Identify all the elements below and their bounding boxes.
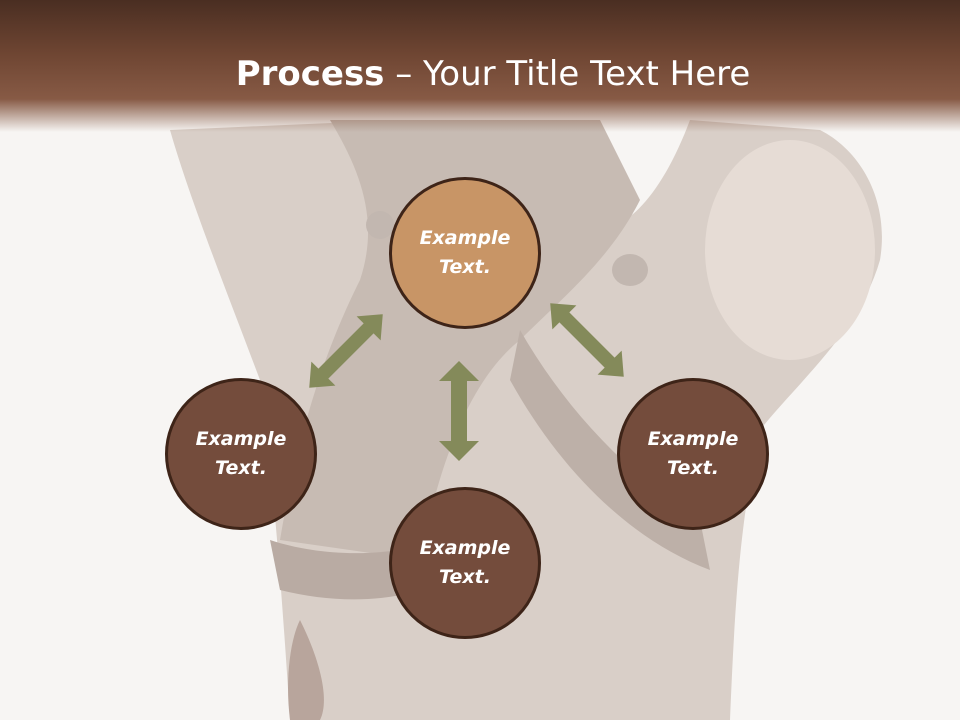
node-right-line2: Text.: [667, 457, 719, 479]
arrow-center-left: [309, 314, 383, 388]
arrow-center-right: [550, 303, 624, 377]
title-rest: – Your Title Text Here: [384, 54, 751, 94]
slide-title: Process – Your Title Text Here: [0, 52, 960, 96]
node-left-line2: Text.: [215, 457, 267, 479]
node-left-line1: Example: [195, 428, 287, 450]
title-bar: Process – Your Title Text Here: [0, 0, 960, 132]
node-bottom-line2: Text.: [439, 566, 491, 588]
node-bottom-line1: Example: [419, 537, 511, 559]
arrow-center-bottom: [439, 361, 479, 461]
node-center-line1: Example: [419, 227, 511, 249]
node-right-line1: Example: [647, 428, 739, 450]
title-bold: Process: [235, 54, 385, 94]
node-center-line2: Text.: [439, 256, 491, 278]
